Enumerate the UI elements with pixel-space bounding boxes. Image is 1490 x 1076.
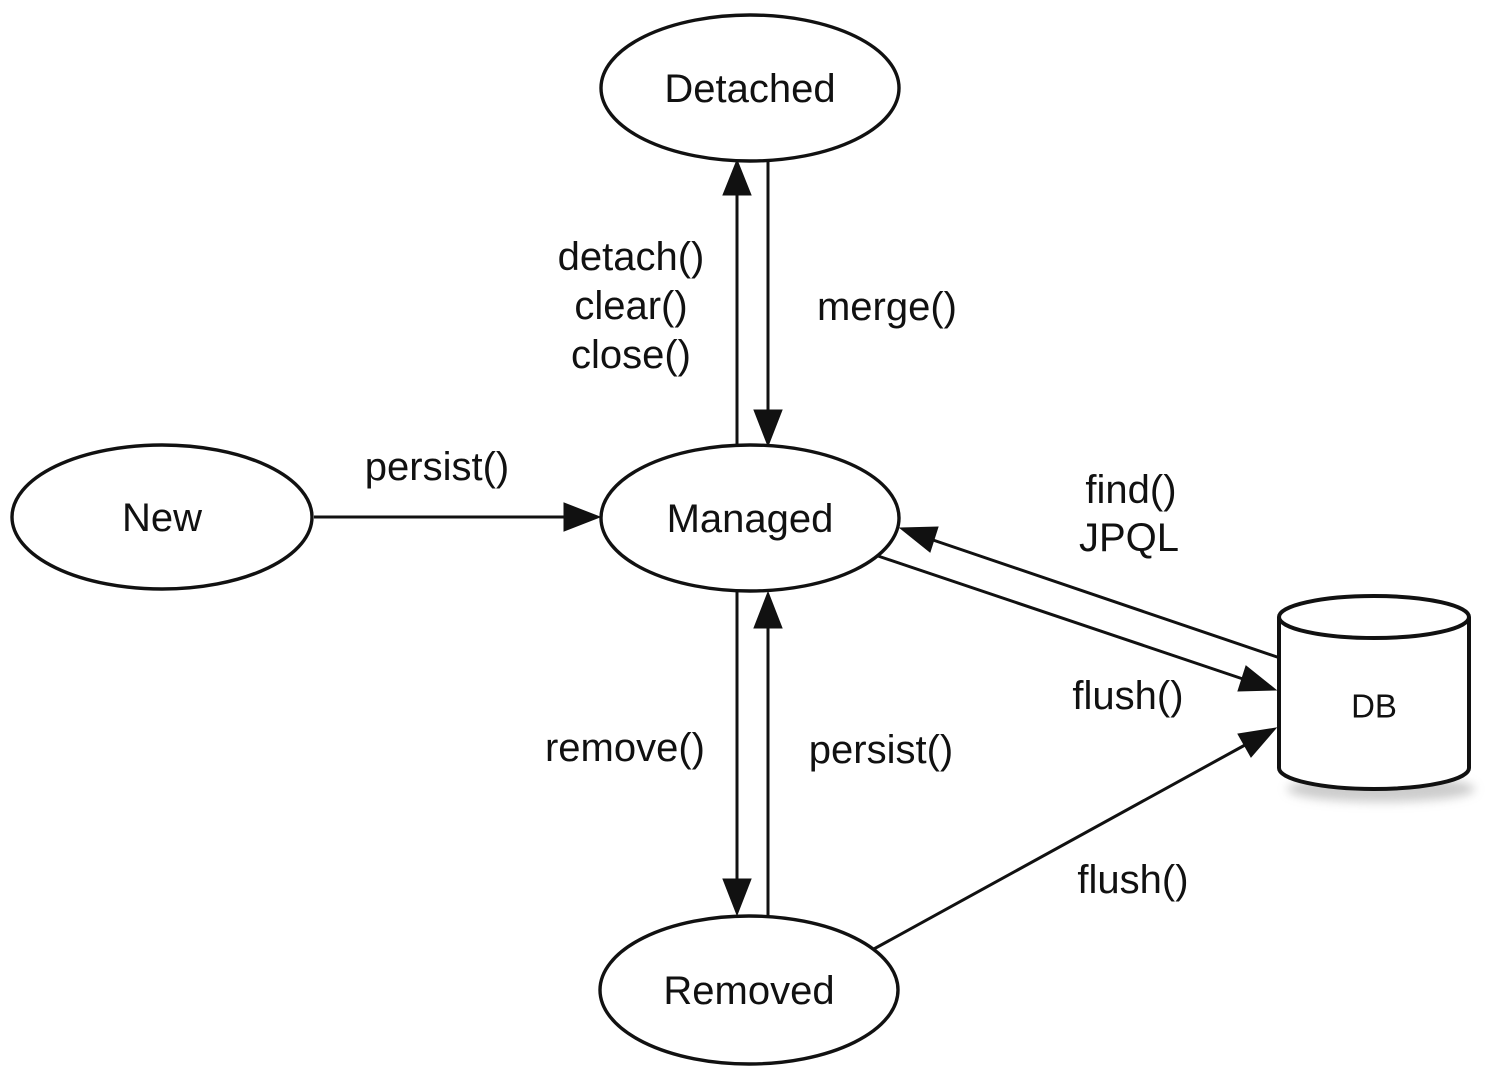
- new-ellipse: [10, 443, 314, 591]
- removed-ellipse: [598, 914, 900, 1066]
- edge-label-flush-upper: flush(): [1072, 674, 1183, 718]
- detached-label: Detached: [664, 67, 835, 111]
- edge-detached-to-managed: [753, 156, 783, 448]
- edge-label-find: find(): [1085, 468, 1176, 512]
- edge-managed-to-removed-arrowhead: [722, 878, 752, 917]
- edge-db-to-managed-line: [932, 538, 1281, 660]
- edge-managed-to-db-line: [877, 554, 1244, 681]
- edge-db-to-managed: [898, 526, 1281, 660]
- edge-label-clear: clear(): [574, 284, 687, 328]
- edge-label-persist-bottom: persist(): [809, 728, 953, 772]
- db-cylinder: DB: [1277, 594, 1475, 802]
- edge-managed-to-detached: [722, 158, 752, 446]
- removed-label: Removed: [663, 969, 834, 1013]
- edge-label-remove: remove(): [545, 726, 705, 770]
- state-node-detached: Detached: [599, 13, 901, 163]
- detached-ellipse: [599, 13, 901, 163]
- edge-label-merge: merge(): [817, 285, 957, 329]
- edge-label-persist-top: persist(): [365, 445, 509, 489]
- new-label: New: [122, 496, 202, 540]
- db-cylinder-body: [1277, 617, 1471, 791]
- edge-label-flush-lower: flush(): [1077, 858, 1188, 902]
- edge-managed-to-db-arrowhead: [1237, 665, 1278, 692]
- managed-ellipse: [599, 443, 901, 593]
- edge-removed-to-db: [871, 727, 1278, 952]
- edge-new-to-managed: [314, 502, 602, 532]
- state-node-managed: Managed: [599, 443, 901, 593]
- edge-removed-to-db-arrowhead: [1237, 727, 1278, 758]
- edge-label-close: close(): [571, 333, 691, 377]
- db-label: DB: [1351, 688, 1397, 725]
- edge-label-jpql: JPQL: [1079, 516, 1179, 560]
- edge-removed-to-managed-arrowhead: [753, 590, 783, 629]
- edge-db-to-managed-arrowhead: [898, 526, 939, 553]
- managed-label: Managed: [667, 497, 834, 541]
- edge-detached-to-managed-arrowhead: [753, 409, 783, 448]
- state-node-removed: Removed: [598, 914, 900, 1066]
- edge-removed-to-db-line: [871, 743, 1246, 952]
- edge-label-detach: detach(): [558, 235, 705, 279]
- edge-removed-to-managed: [753, 590, 783, 917]
- edge-managed-to-detached-arrowhead: [722, 158, 752, 196]
- state-node-new: New: [10, 443, 314, 591]
- edge-managed-to-db: [877, 554, 1278, 692]
- edge-new-to-managed-arrowhead: [563, 502, 602, 532]
- edge-managed-to-removed: [722, 591, 752, 917]
- db-cylinder-top: [1277, 594, 1471, 640]
